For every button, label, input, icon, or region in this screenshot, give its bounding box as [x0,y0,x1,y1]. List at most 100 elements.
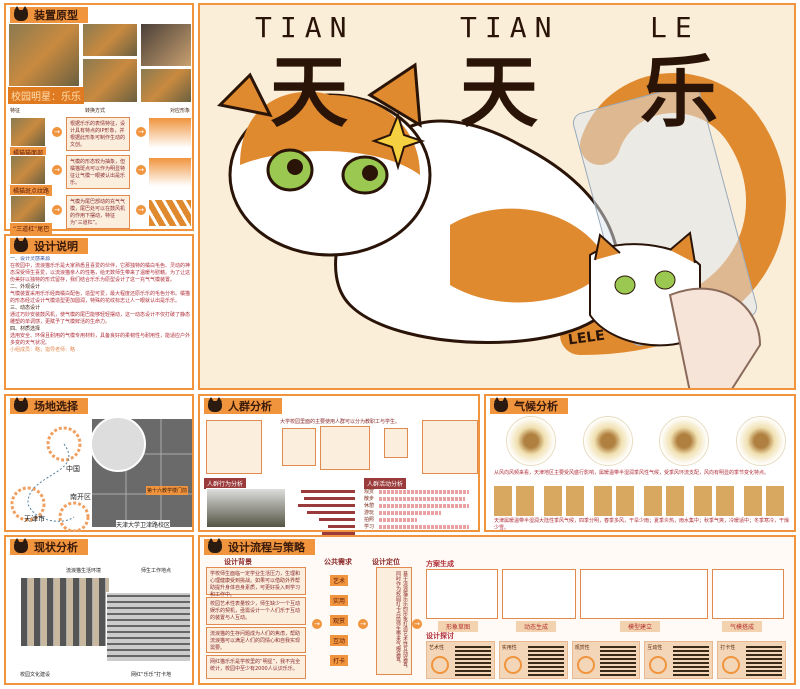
cat-icon [208,396,222,412]
explore-card: 艺术性 [426,641,495,679]
para-heading: 二、外观设计 [10,284,41,290]
arrow-right-icon: → [358,619,368,629]
arrow-right-icon: → [136,127,146,137]
scheme-image [426,569,498,619]
ip-image [148,157,192,187]
activity-bar [379,510,441,515]
activity-label: 学习 [364,524,375,530]
arrow-right-icon: → [52,205,62,215]
needs-title: 公共需求 [324,558,352,566]
staff-icons-grid [206,420,262,474]
scheme-label: 气模搭成 [722,621,763,632]
status-label: 流浪猫生活环境 [66,568,102,574]
activity-row: 休憩 [364,502,478,509]
activity-label: 观赏 [364,489,375,495]
wind-rose-chart [506,416,556,466]
feature-photo [10,195,46,223]
explore-label: 实用性 [501,645,517,651]
explore-label: 互动性 [647,645,663,651]
behavior-bar [301,490,355,493]
status-panel: 现状分析 流浪猫生活环境 师生工作地点 校园文化建设 网红“乐乐”打卡地 [4,535,194,685]
student-icons-grid [422,420,478,474]
para-text: 通过巧妙安装鼓风机，使气模的尾巴能够轻轻摆动，这一动态设计不仅打破了静态雕塑的单… [10,312,190,325]
temperature-charts [494,486,789,516]
para-text: 气模装置采用乐乐经典橘白配色，造型可爱，最大程度还原乐乐的毛色分布。橘猫的形态经… [10,291,190,304]
section-title: 设计说明 [34,240,78,253]
section-title: 气候分析 [514,400,558,413]
cat-photo [82,23,138,57]
pinyin-1: TIAN [255,11,355,44]
wind-roses [506,416,786,466]
status-photo-collage [106,592,191,662]
label-china: 中国 [66,465,80,473]
site-header: 场地选择 [10,396,88,414]
explore-icon [649,656,668,674]
status-label: 校园文化建设 [20,672,51,678]
cat-icon [494,396,508,412]
behavior-bar [298,504,355,507]
cat-icon [14,537,28,553]
method-text: 气模的形态较为抽象，但橘猫斑点可以作为明显特征让气模一眼被认出是乐乐。 [66,155,130,189]
cat-icon [208,537,222,553]
activity-bar [379,524,470,529]
para-heading: 四、材质选择 [10,326,41,332]
activity-bar [379,517,417,522]
activity-row: 学习 [364,523,478,530]
background-title: 设计背景 [224,558,252,566]
tail-image [148,199,192,227]
cat-icon [14,396,28,412]
explore-card: 打卡性 [717,641,786,679]
explore-card: 互动性 [644,641,714,679]
cat-illustration [216,62,786,388]
scheme-image [712,569,784,619]
activity-bars: 观赏散步休憩游玩拍照学习 [364,488,478,530]
need-tag: 艺术 [330,575,349,586]
label-tianjin: 天津市 [24,515,45,523]
need-tag: 实用 [330,595,349,606]
behavior-bar [328,525,355,528]
col-image: 对应形象 [169,108,190,114]
behavior-title: 人群行为分析 [204,478,247,489]
section-title: 装置原型 [34,9,78,22]
feature-label: 橘猫斑点纹路 [10,185,53,196]
activity-label: 拍照 [364,517,375,523]
explore-text [454,646,491,676]
cat-photo [8,23,80,87]
status-label: 师生工作地点 [141,568,172,574]
cat-photo [140,68,192,103]
feature-label: “三道杠”尾巴 [10,223,53,234]
climate-header: 气候分析 [490,396,568,414]
title-char-1: 天 [270,47,349,138]
need-tag: 打卡 [330,655,349,666]
background-item: 流浪猫的生存问题成为人们的焦虑，帮助流浪猫可以满足人们的同情心和自我实现需要。 [206,627,306,653]
arrow-right-icon: → [312,619,322,629]
staff-card [282,428,316,466]
behavior-bar [307,511,355,514]
scheme-label: 模型建立 [620,621,661,632]
background-item: 校园艺术性表量较少，师生缺少一个互动娱乐的契机，亟需设计一个人们乐于互动的装置与… [206,597,306,625]
climate-panel: 气候分析 从风向风频来看，天津地区主要受风盛行影响，属暖温带半湿润季风性气候，受… [484,394,796,532]
explore-icon [431,656,449,674]
need-tag: 互动 [330,635,349,646]
arrow-right-icon: → [412,619,422,629]
wind-rose-chart [659,416,710,466]
strategy-header: 设计流程与策略 [204,537,315,555]
explore-card: 实用性 [498,641,568,679]
explore-label: 艺术性 [429,645,445,651]
pinyin-2: TIAN [460,11,560,44]
activity-row: 散步 [364,495,478,502]
activity-label: 游玩 [364,510,375,516]
section-title: 现状分析 [34,541,78,554]
campus-label: 天津大学卫津路校区 [116,520,171,529]
climate-text-wind: 从风向风频来看，天津地区主要受风盛行影响，属暖温带半湿润季风性气候，受季风环流支… [494,470,770,476]
feature-photo [10,155,46,185]
site-marker: 第十六教学楼门前 [146,486,189,495]
scheme-image [502,569,576,619]
explore-text [600,646,637,676]
scheme-title: 方案生成 [426,560,454,568]
scheme-label: 形象草图 [438,621,479,632]
star-label: 校园明星：乐乐 [8,87,84,104]
behavior-bar [322,532,355,535]
activity-bar [379,489,470,494]
site-map [10,416,192,532]
